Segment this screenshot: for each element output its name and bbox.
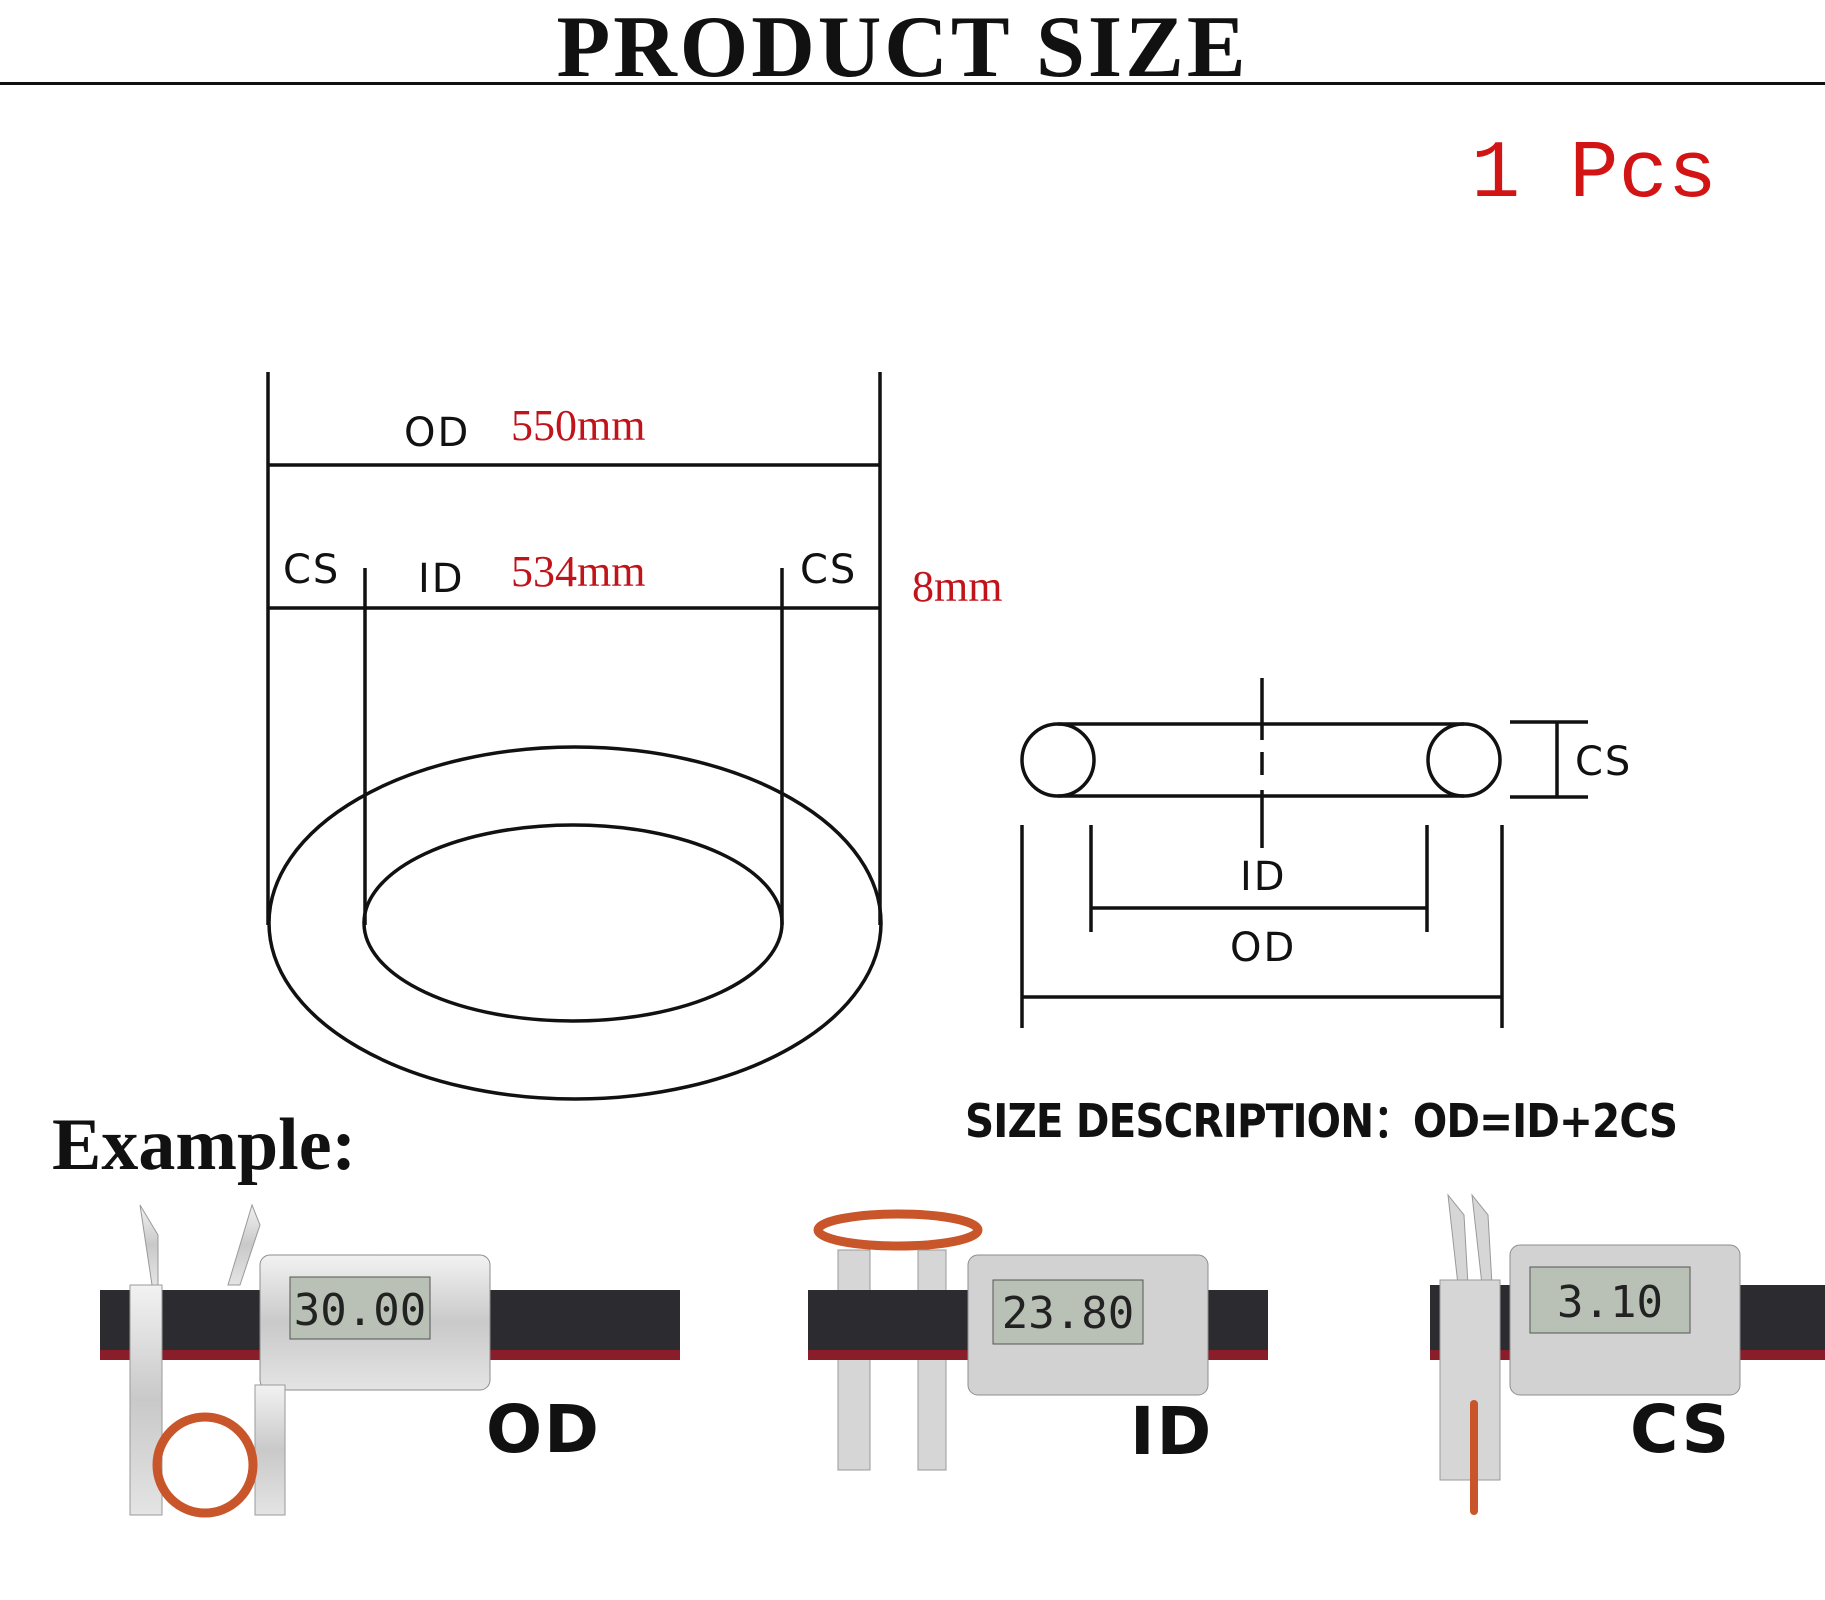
- id-value: 534mm: [511, 547, 646, 596]
- caliper-cs-reading: 3.10: [1557, 1277, 1663, 1328]
- header-divider: [0, 82, 1825, 85]
- size-formula: SIZE DESCRIPTION：OD=ID+2CS: [965, 1094, 1678, 1148]
- section-id-label: ID: [1240, 854, 1287, 900]
- orange-o-ring: [813, 1209, 983, 1251]
- caliper-od-label: OD: [486, 1391, 601, 1468]
- id-label: ID: [418, 556, 465, 602]
- ring-outer-ellipse: [267, 745, 883, 1101]
- cs-left-label: CS: [283, 547, 341, 593]
- caliper-cs-label: CS: [1630, 1391, 1732, 1468]
- quantity-badge: 1 Pcs: [1470, 128, 1717, 221]
- caliper-id-label: ID: [1130, 1393, 1214, 1470]
- orange-o-ring: [152, 1412, 258, 1518]
- ring-inner-ellipse: [362, 823, 784, 1023]
- section-cs-label: CS: [1575, 739, 1633, 785]
- example-label: Example:: [52, 1104, 357, 1186]
- section-right-circle: [1426, 722, 1502, 798]
- orange-o-ring-edge: [1470, 1400, 1478, 1515]
- caliper-cs-photo: 3.10: [1430, 1193, 1825, 1515]
- page-title: PRODUCT SIZE: [556, 0, 1249, 96]
- cross-section-diagram: [1020, 678, 1588, 1028]
- od-label: OD: [404, 410, 471, 456]
- ring-dimension-diagram: [266, 372, 883, 1101]
- cs-right-label: CS: [800, 547, 858, 593]
- section-od-label: OD: [1230, 925, 1297, 971]
- caliper-od-reading: 30.00: [294, 1285, 426, 1336]
- caliper-id-photo: 23.80: [808, 1209, 1268, 1471]
- caliper-od-photo: 30.00: [100, 1203, 680, 1518]
- od-value: 550mm: [511, 401, 646, 450]
- cs-value: 8mm: [912, 562, 1003, 611]
- caliper-id-reading: 23.80: [1002, 1288, 1134, 1339]
- section-left-circle: [1020, 722, 1096, 798]
